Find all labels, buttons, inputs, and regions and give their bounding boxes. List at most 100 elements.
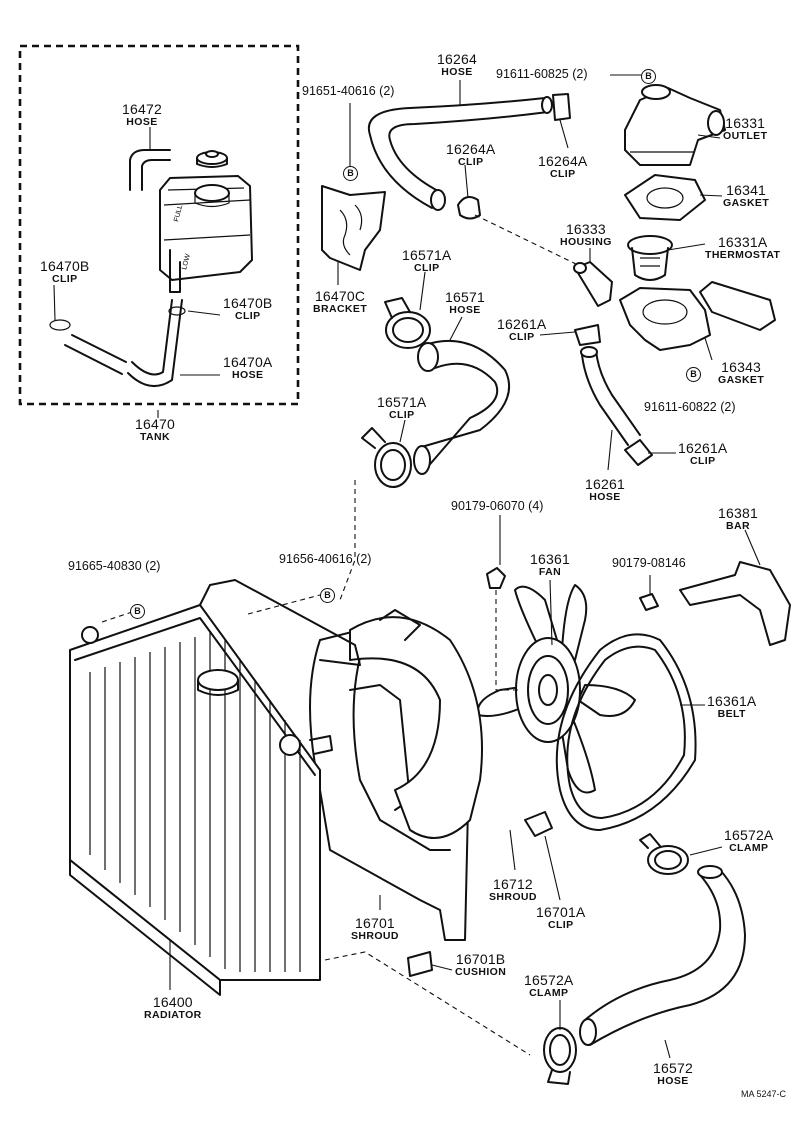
label-16470b-clip-left: 16470B CLIP (40, 259, 89, 285)
bypass-hose-16261 (574, 324, 641, 446)
part-name: HOSE (126, 115, 158, 128)
part-number: 16712 (492, 876, 533, 892)
part-number: 16470B (40, 258, 90, 274)
gasket-16343 (699, 281, 776, 331)
radiator-16400 (69, 604, 333, 996)
part-name: BELT (717, 707, 746, 720)
part-number: 16381 (718, 505, 758, 521)
part-name: HOSE (232, 368, 264, 381)
part-number: 16701 (354, 915, 395, 931)
label-16572-hose: 16572 HOSE (653, 1061, 693, 1087)
part-number: 16341 (726, 182, 767, 198)
part-number: 16571A (377, 394, 427, 410)
part-number: 16572A (724, 827, 774, 843)
part-number: 16572A (524, 972, 574, 988)
connection-lines (101, 214, 579, 1056)
clip-16261a-lower (624, 439, 653, 466)
part-number: 16701A (536, 904, 586, 920)
clip-16571a-lower (361, 427, 412, 488)
label-16261a-clip-upper: 16261A CLIP (497, 317, 546, 343)
part-number: 16333 (565, 221, 606, 237)
label-91611-60822: 91611-60822 (2) (644, 400, 736, 414)
b-marker: B (641, 69, 656, 84)
upper-hose-16264 (367, 93, 571, 211)
part-number: 16264 (437, 51, 477, 67)
part-number: 16331A (717, 234, 768, 250)
part-number: 16571 (445, 289, 485, 305)
part-number: 16361 (530, 551, 570, 567)
clip-16470b-right (168, 306, 186, 316)
label-16701a-clip: 16701A CLIP (536, 905, 585, 931)
lower-hose-16572 (579, 865, 746, 1046)
part-number: 16361A (707, 693, 757, 709)
reservoir-tank: FULL LOW (159, 150, 253, 293)
part-name: CLIP (51, 272, 78, 285)
part-number: 16261 (585, 476, 625, 492)
part-name: CLIP (413, 261, 440, 274)
tank-decal-low: LOW (181, 253, 192, 271)
part-name: HOUSING (560, 235, 612, 248)
part-number: 16470A (223, 354, 273, 370)
label-16701-shroud: 16701 SHROUD (351, 916, 399, 942)
label-16264-hose: 16264 HOSE (437, 52, 477, 78)
nut-90179-06070 (486, 567, 506, 589)
cooling-fan-16361 (476, 584, 636, 794)
clip-16264a (457, 195, 481, 220)
label-16261-hose: 16261 HOSE (585, 477, 625, 503)
leader-lines (53, 74, 761, 1059)
label-16571-hose: 16571 HOSE (445, 290, 485, 316)
part-name: FAN (538, 565, 562, 578)
drive-belt-16361a (555, 633, 697, 831)
b-marker: B (343, 166, 358, 181)
label-16400-radiator: 16400 RADIATOR (144, 995, 202, 1021)
part-number: 16572 (653, 1060, 693, 1076)
bracket-16470c (321, 185, 386, 271)
radiator-upper-frame (199, 579, 361, 666)
label-16701b-cushion: 16701B CUSHION (455, 952, 506, 978)
bolt-90179-08146 (639, 593, 659, 611)
label-16341-gasket: 16341 GASKET (723, 183, 769, 209)
label-16470-tank: 16470 TANK (135, 417, 175, 443)
bar-16381 (679, 561, 791, 646)
part-name: HOSE (657, 1074, 689, 1087)
label-16261a-clip-lower: 16261A CLIP (678, 441, 727, 467)
part-number: 16343 (721, 359, 762, 375)
drawing-code: MA 5247-C (741, 1089, 787, 1099)
b-marker: B (130, 604, 145, 619)
label-91665-40830: 91665-40830 (2) (68, 559, 161, 573)
label-16472-hose: 16472 HOSE (122, 102, 162, 128)
part-number: 16331 (725, 115, 766, 131)
label-16571a-clip-lower: 16571A CLIP (377, 395, 426, 421)
overflow-hose-16472 (129, 149, 171, 191)
label-16264a-clip-right: 16264A CLIP (538, 154, 587, 180)
part-name: SHROUD (489, 890, 537, 903)
part-name: HOSE (441, 65, 473, 78)
part-name: THERMOSTAT (705, 248, 781, 261)
part-name: BAR (725, 519, 750, 532)
label-91651-40616: 91651-40616 (2) (302, 84, 395, 98)
part-number: 16261A (497, 316, 547, 332)
label-16331-outlet: 16331 OUTLET (723, 116, 767, 142)
water-outlet-16331 (624, 84, 726, 166)
label-16712-shroud: 16712 SHROUD (489, 877, 537, 903)
part-name: CLIP (388, 408, 415, 421)
tank-hose-16470a (64, 334, 127, 375)
part-name: HOSE (449, 303, 481, 316)
label-16361a-belt: 16361A BELT (707, 694, 756, 720)
part-number: 16264A (446, 141, 496, 157)
label-91611-60825: 91611-60825 (2) (496, 67, 588, 81)
label-16264a-clip-left: 16264A CLIP (446, 142, 495, 168)
part-number: 16701B (455, 951, 506, 967)
part-name: OUTLET (723, 129, 768, 142)
part-name: BRACKET (313, 302, 368, 315)
part-number: 16470B (223, 295, 273, 311)
part-name: CUSHION (455, 965, 507, 978)
part-number: 16472 (122, 101, 162, 117)
label-16333-housing: 16333 HOUSING (560, 222, 612, 248)
shroud-16712 (349, 609, 483, 839)
part-name: GASKET (723, 196, 770, 209)
gasket-16341 (624, 174, 706, 221)
label-90179-06070: 90179-06070 (4) (451, 499, 544, 513)
label-16470b-clip-right: 16470B CLIP (223, 296, 272, 322)
